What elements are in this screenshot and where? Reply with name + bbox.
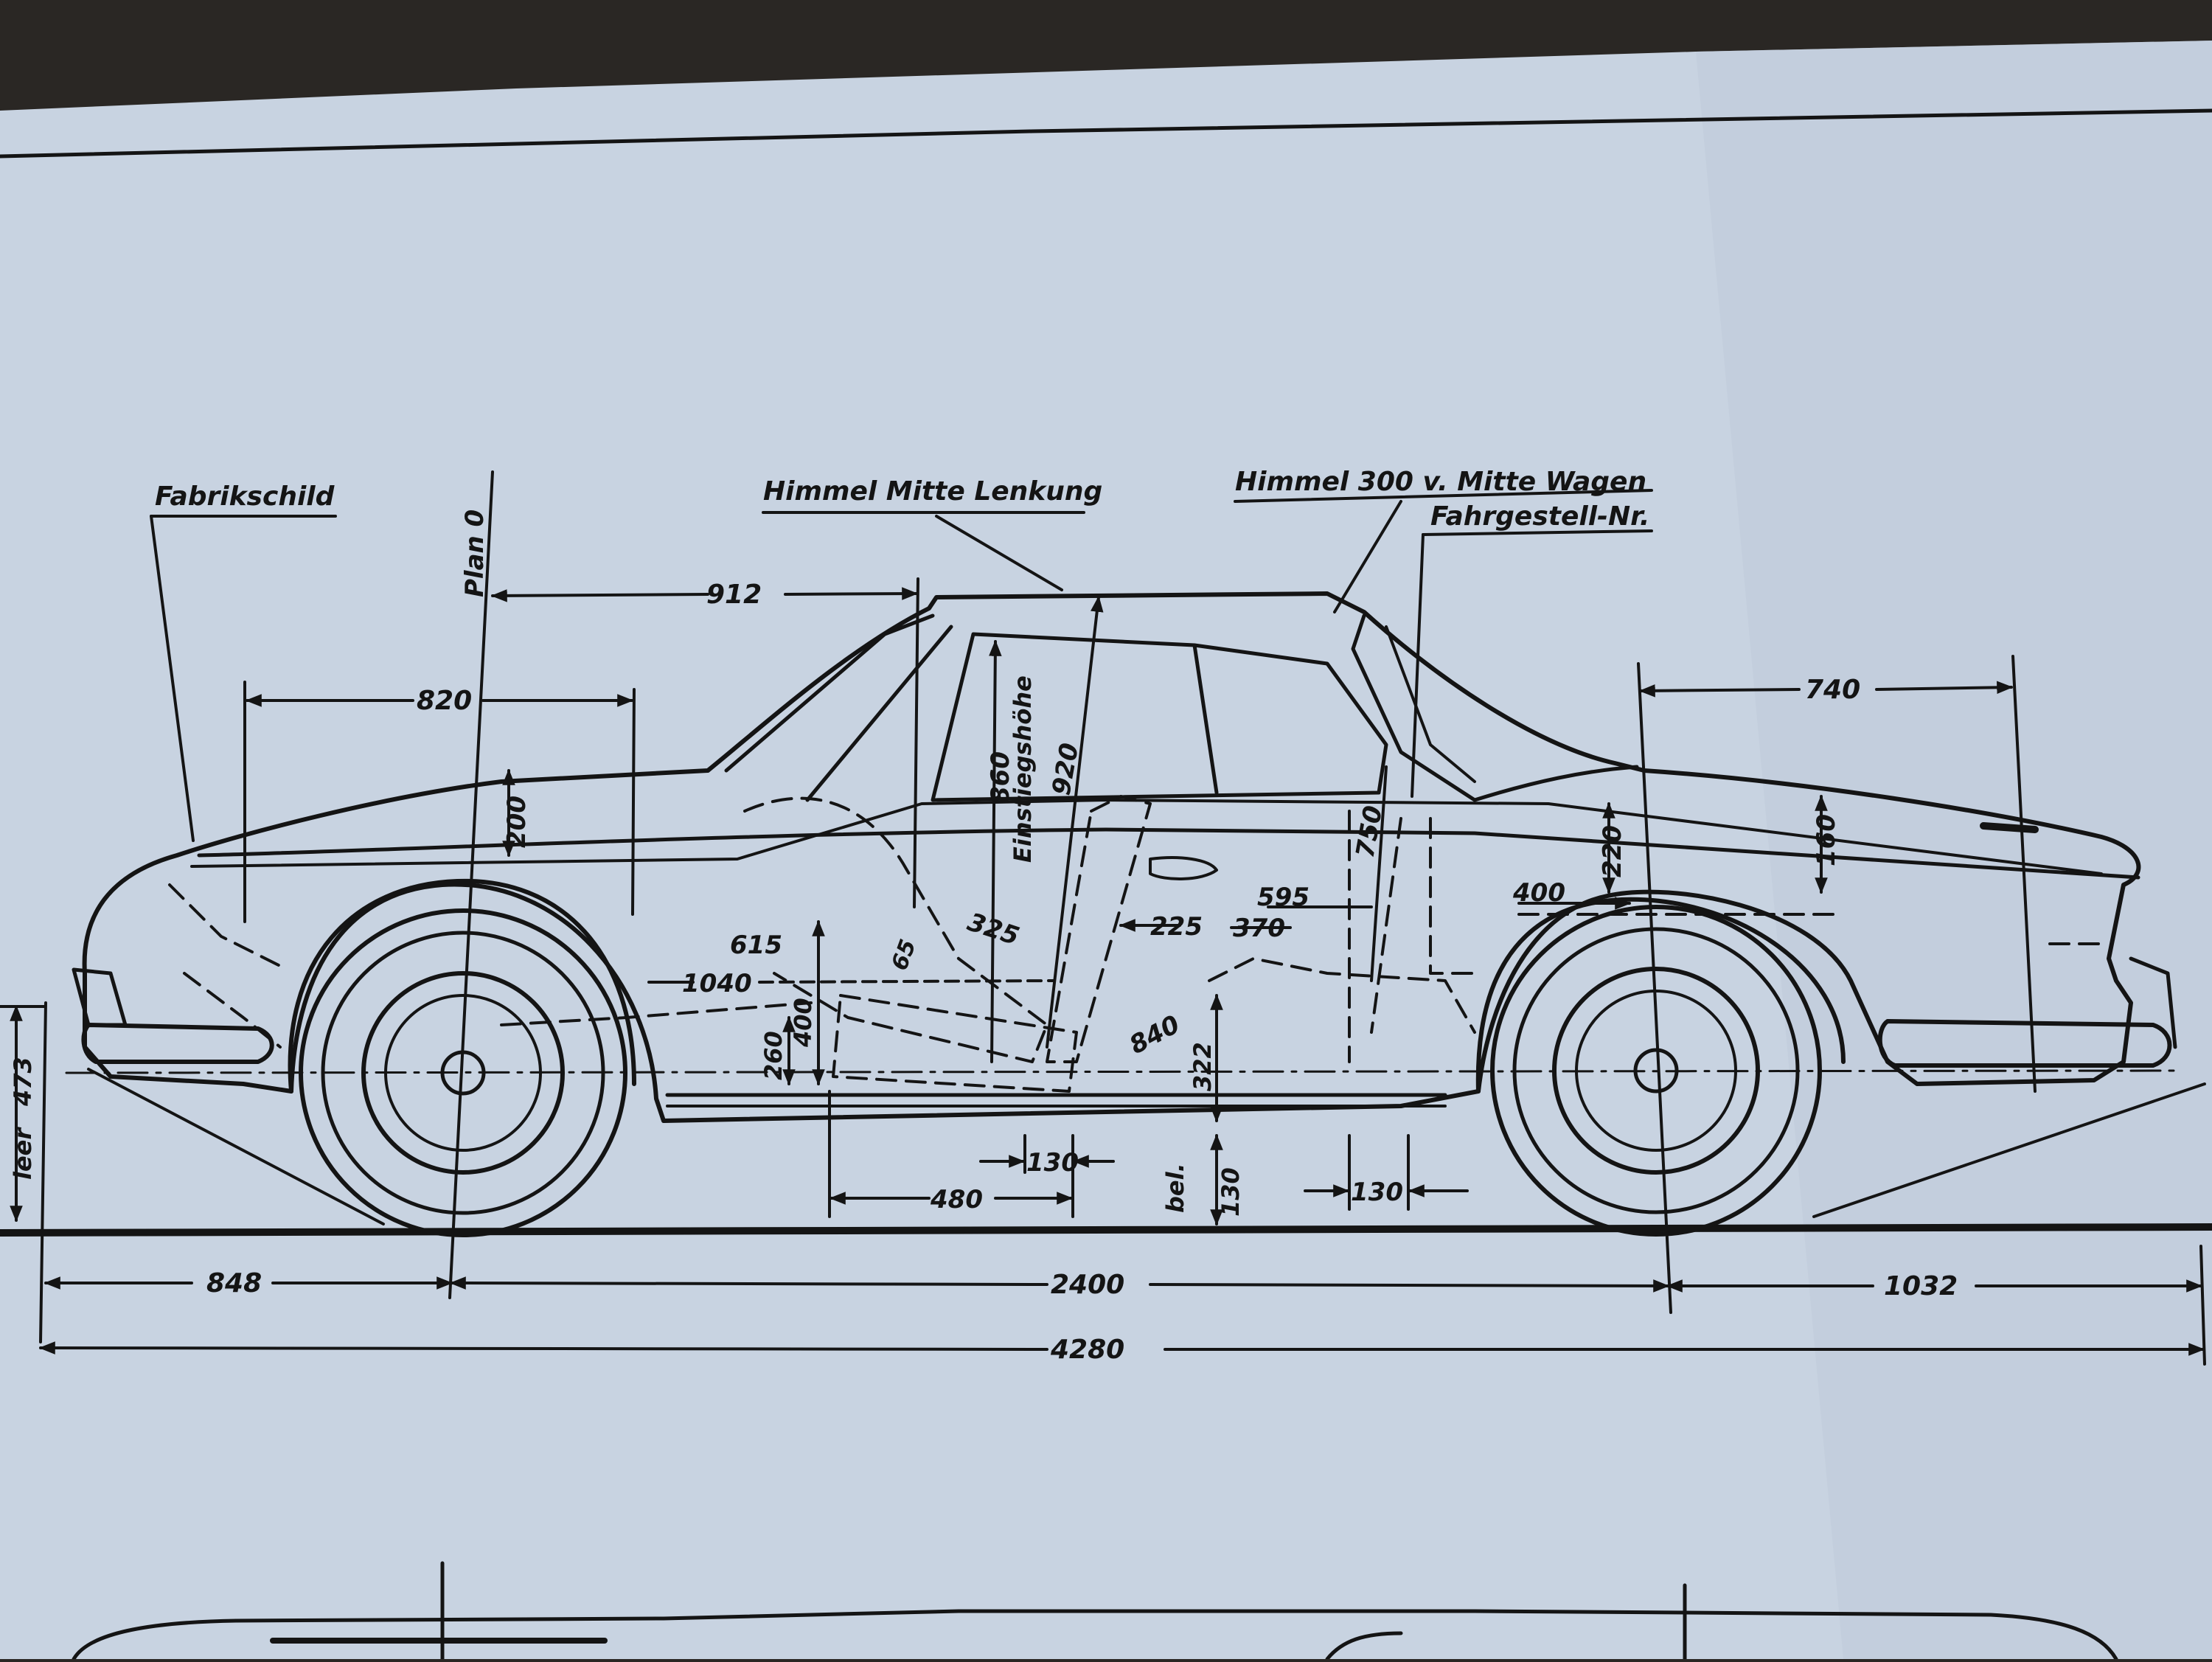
interior-dashed-lines [168,795,2110,1093]
approach-angle-line [87,1068,385,1225]
label-leer: leer [9,1127,37,1180]
dim-370: 370 [1233,914,1285,943]
front-axle-plan-0-line [448,470,494,1299]
top-view-partial [72,1561,2118,1661]
dim-1032: 1032 [1884,1271,1958,1301]
dimension-lines [0,577,2206,1366]
dim-912: 912 [706,580,762,610]
ground-line [0,1223,2212,1237]
dim-480: 480 [930,1185,983,1214]
callout-leader-lines [150,489,1653,842]
callout-labels: Fabrikschild Himmel Mitte Lenkung Himmel… [9,467,1649,1213]
sheet-border-line [0,108,2212,159]
departure-angle-line [1812,1082,2206,1218]
label-himmel-mitte-wagen: Himmel 300 v. Mitte Wagen [1235,467,1646,497]
label-bel: bel. [1161,1163,1189,1213]
paper-sheet [0,41,2212,1659]
label-fahrgestell-nr: Fahrgestell-Nr. [1430,501,1649,532]
label-einstiegshoehe: Einstiegshöhe [1009,675,1037,863]
paper-shade [1696,41,2212,1659]
label-plan-0: Plan 0 [460,510,490,597]
dim-200: 200 [502,796,532,848]
dim-130-seat: 130 [1026,1148,1079,1178]
dim-220: 220 [1598,825,1627,877]
rear-axle-vertical-line [1637,662,1672,1314]
dimension-labels: 912 820 740 200 860 920 750 220 160 595 … [9,580,1958,1365]
dim-400-upper: 400 [1512,878,1565,908]
dim-615: 615 [730,931,782,960]
dim-160: 160 [1812,814,1841,866]
dim-820: 820 [417,686,472,716]
dim-322: 322 [1189,1042,1217,1091]
dim-225: 225 [1150,912,1203,942]
dim-130-rear: 130 [1351,1178,1403,1207]
dim-4280: 4280 [1050,1335,1124,1365]
axle-centre-line [65,1069,2177,1074]
dim-1040: 1040 [682,969,752,998]
dim-2400: 2400 [1051,1270,1124,1300]
dim-130-floor: 130 [1217,1167,1245,1217]
dim-473: 473 [9,1057,37,1107]
dim-860: 860 [986,751,1015,804]
dim-848: 848 [206,1268,262,1298]
dim-595: 595 [1257,883,1310,912]
dim-400-lower: 400 [789,998,817,1048]
dim-740: 740 [1805,675,1860,705]
label-himmel-mitte-lenkung: Himmel Mitte Lenkung [763,476,1102,507]
dim-260: 260 [759,1031,787,1080]
label-fabrikschild: Fabrikschild [155,481,335,512]
